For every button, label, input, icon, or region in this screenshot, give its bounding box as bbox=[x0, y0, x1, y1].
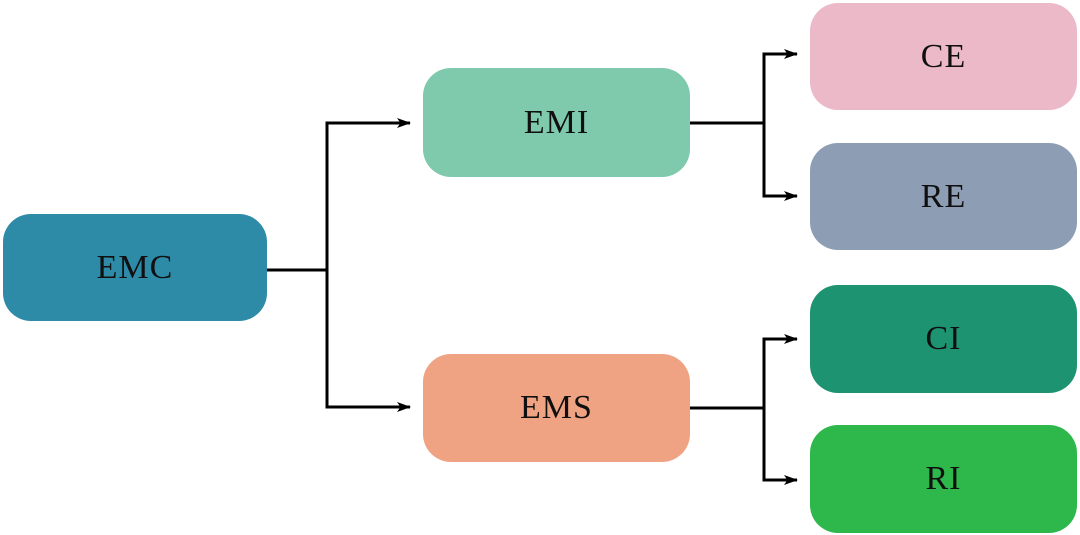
node-ri: RI bbox=[810, 425, 1077, 533]
node-ci: CI bbox=[810, 285, 1077, 393]
edge-emc-ems bbox=[267, 268, 411, 412]
node-emc: EMC bbox=[3, 214, 267, 321]
edge-emi-ce bbox=[690, 49, 798, 125]
node-ems-label: EMS bbox=[520, 389, 593, 426]
node-ri-label: RI bbox=[925, 460, 962, 497]
node-ci-label: CI bbox=[925, 320, 962, 357]
node-emi: EMI bbox=[423, 68, 690, 177]
edge-ems-ci bbox=[690, 334, 798, 410]
node-re: RE bbox=[810, 143, 1077, 250]
node-ce-label: CE bbox=[920, 37, 967, 75]
edge-ems-ri bbox=[690, 406, 798, 485]
edge-emc-emi bbox=[267, 118, 411, 272]
node-re-label: RE bbox=[920, 177, 967, 215]
node-emi-label: EMI bbox=[523, 103, 590, 141]
node-ems: EMS bbox=[423, 354, 690, 462]
edge-emi-re bbox=[690, 121, 798, 201]
node-ce: CE bbox=[810, 3, 1077, 110]
node-emc-label: EMC bbox=[96, 248, 174, 286]
